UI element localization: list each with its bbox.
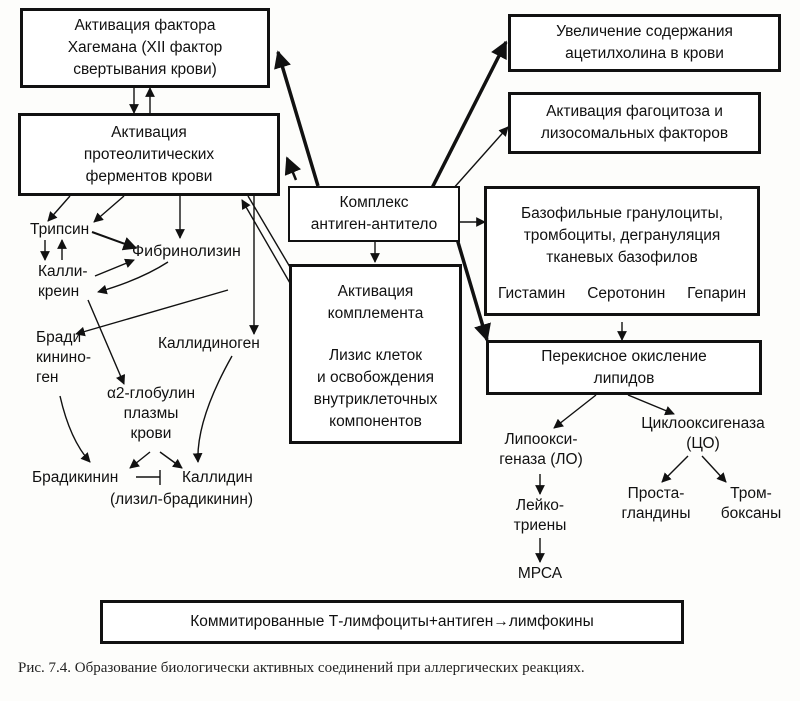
box-hageman: Активация фактора Хагемана (XII фактор с… (20, 8, 270, 88)
cyclooxygenase-line-1: Циклооксигеназа (641, 415, 765, 432)
arrow-peroxide-lo (553, 394, 597, 429)
label-mrsa: МРСА (517, 565, 563, 582)
arrow-globulin-kallidin (159, 451, 183, 469)
box-lymphokines: Коммитированные Т-лимфоциты+антиген→лимф… (100, 600, 684, 644)
mediator-histamine: Гистамин (497, 285, 566, 302)
cyclooxygenase-line-2: (ЦО) (686, 435, 720, 452)
box-acetylcholine: Увеличение содержания ацетилхолина в кро… (508, 14, 781, 72)
arrow-proteolytic-tripsin (47, 195, 71, 222)
label-globulin: α2-глобулин плазмы крови (96, 384, 206, 444)
phagocytosis-line-1: Активация фагоцитоза и (546, 103, 723, 120)
acetylcholine-line-1: Увеличение содержания (556, 23, 733, 40)
leukotrienes-line-2: триены (513, 517, 567, 534)
box-antigen-antibody-complex: Комплекс антиген-антитело (288, 186, 460, 242)
label-kallidin: Каллидин (182, 469, 253, 486)
bradykininogen-line-3: ген (36, 369, 59, 386)
label-thromboxanes: Тром- боксаны (712, 484, 790, 524)
label-kallidinogen: Каллидиноген (158, 335, 260, 352)
hageman-line-1: Активация фактора (74, 17, 216, 34)
arrow-tripsin-fibrinolysin (91, 231, 138, 251)
arrow-proteolytic-bradykininogen (75, 289, 229, 337)
thromboxanes-line-1: Тром- (730, 485, 772, 502)
arrow-complex-hageman (274, 50, 320, 187)
arrow-globulin-bradykinin (129, 451, 151, 469)
label-lysyl-bradykinin: (лизил-брадикинин) (110, 491, 254, 508)
hageman-line-2: Хагемана (XII фактор (67, 39, 223, 56)
box-phagocytosis: Активация фагоцитоза и лизосомальных фак… (508, 92, 761, 154)
arrow-co-thromb (701, 455, 727, 483)
complement-line-1: Активация (337, 283, 414, 300)
peroxide-line-1: Перекисное окисление (541, 347, 707, 365)
complement-lysis-2: и освобождения (317, 369, 434, 386)
complex-line-2: антиген-антитело (310, 216, 438, 233)
box-peroxide: Перекисное окисление липидов (486, 340, 762, 395)
label-bradykininogen: Бради кинино- ген (36, 328, 91, 388)
mediator-serotonin: Серотонин (587, 285, 666, 302)
mediators-row: Гистамин Серотонин Гепарин (487, 283, 757, 305)
basophils-line-2: тромбоциты, дегрануляция (523, 227, 721, 244)
peroxide-line-2: липидов (593, 369, 655, 387)
arrow-kallidinogen-kallidin (192, 355, 233, 463)
arrow-kallikrein-globulin (87, 299, 126, 385)
basophils-line-3: тканевых базофилов (546, 249, 698, 266)
hageman-line-3: свертывания крови) (73, 61, 217, 78)
complement-lysis-4: компонентов (329, 413, 422, 430)
proteolytic-line-2: протеолитических (83, 145, 215, 163)
arrow-complex-peroxide (453, 231, 491, 342)
arrow-co-prosta (661, 455, 689, 483)
box-proteolytic: Активация протеолитических ферментов кро… (18, 113, 280, 196)
arrow-kallikrein-fibrinolysin (94, 258, 135, 277)
complement-lysis-3: внутриклеточных (313, 391, 438, 408)
complex-line-1: Комплекс (339, 194, 409, 211)
arrow-peroxide-co (627, 394, 675, 416)
mediator-heparin: Гепарин (687, 285, 747, 302)
complement-lysis-1: Лизис клеток (328, 347, 423, 364)
label-tripsin: Трипсин (30, 221, 90, 238)
lymphokines-text: Коммитированные Т-лимфоциты+антиген→лимф… (190, 613, 594, 630)
arrow-complex-proteolytic (284, 156, 302, 181)
globulin-line-2: плазмы (123, 405, 179, 422)
arrow-bradykininogen-bradykinin (59, 395, 91, 463)
arrow-proteolytic-tripsin2 (93, 195, 125, 223)
prostaglandins-line-1: Проста- (627, 485, 685, 502)
kallikrein-line-1: Калли- (38, 263, 88, 280)
label-fibrinolysin: Фибринолизин (132, 243, 241, 260)
arrow-complex-acetylcholine (430, 40, 508, 189)
prostaglandins-line-2: гландины (621, 505, 691, 522)
thromboxanes-line-2: боксаны (720, 505, 782, 522)
proteolytic-line-1: Активация (111, 123, 187, 141)
phagocytosis-line-2: лизосомальных факторов (540, 125, 729, 142)
basophils-line-1: Базофильные гранулоциты, (520, 205, 724, 222)
label-kallikrein: Калли- креин (38, 262, 88, 302)
leukotrienes-line-1: Лейко- (515, 497, 565, 514)
arrow-complex-phagocytosis (451, 126, 509, 191)
label-lipoxygenase: Липоокси- геназа (ЛО) (496, 430, 586, 470)
label-prostaglandins: Проста- гландины (616, 484, 696, 524)
bradykininogen-line-2: кинино- (36, 349, 91, 366)
globulin-line-3: крови (130, 425, 172, 442)
label-bradykinin: Брадикинин (32, 469, 119, 486)
bradykininogen-line-1: Бради (36, 329, 82, 346)
proteolytic-line-3: ферментов крови (85, 167, 213, 185)
label-cyclooxygenase: Циклооксигеназа (ЦО) (628, 414, 778, 454)
arrow-complement-proteolytic (241, 199, 295, 291)
box-basophils: Базофильные гранулоциты, тромбоциты, дег… (484, 186, 760, 316)
lipoxygenase-line-1: Липоокси- (504, 431, 578, 448)
complement-line-2: комплемента (327, 305, 424, 322)
globulin-line-1: α2-глобулин (106, 385, 196, 402)
figure-caption: Рис. 7.4. Образование биологически актив… (18, 660, 585, 676)
acetylcholine-line-2: ацетилхолина в крови (565, 45, 724, 62)
arrow-fibrinolysin-kallikrein (97, 261, 169, 295)
kallikrein-line-2: креин (38, 283, 80, 300)
label-leukotrienes: Лейко- триены (506, 496, 574, 536)
box-complement: Активация комплемента Лизис клеток и осв… (289, 264, 462, 444)
lipoxygenase-line-2: геназа (ЛО) (499, 451, 583, 468)
